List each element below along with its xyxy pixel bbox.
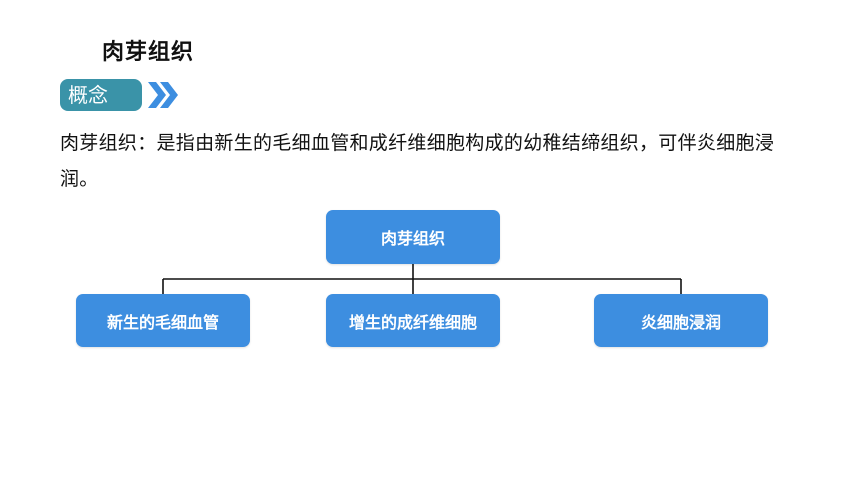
child-node-capillaries: 新生的毛细血管 — [76, 294, 250, 347]
concept-badge: 概念 — [60, 79, 142, 111]
child-node-fibroblasts: 增生的成纤维细胞 — [326, 294, 500, 347]
double-chevron-right-icon — [148, 82, 178, 108]
page-title: 肉芽组织 — [102, 40, 195, 65]
root-node: 肉芽组织 — [326, 210, 500, 264]
definition-text: 肉芽组织：是指由新生的毛细血管和成纤维细胞构成的幼稚结缔组织，可伴炎细胞浸润。 — [60, 132, 775, 190]
child-node-inflammatory-cells: 炎细胞浸润 — [594, 294, 768, 347]
